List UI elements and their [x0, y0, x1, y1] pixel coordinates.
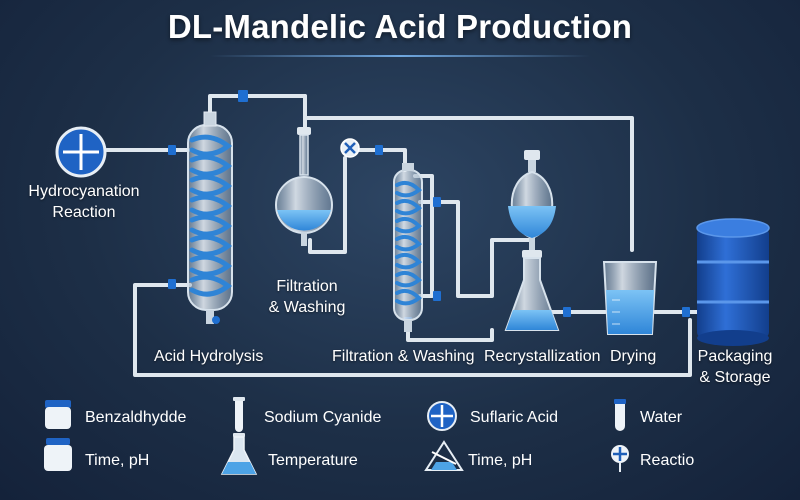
legend-label: Reactio — [640, 452, 695, 469]
valve-icon — [340, 138, 360, 158]
pipe-column-bottom — [406, 328, 494, 342]
recrystallization-funnel — [508, 150, 556, 250]
legend-label: Water — [640, 409, 683, 426]
cross-circle-icon — [427, 401, 457, 431]
legend-label: Time, pH — [85, 452, 150, 469]
pipe-column-right — [418, 200, 534, 298]
legend-label: Suflaric Acid — [470, 409, 559, 426]
container-icon — [44, 438, 72, 471]
pipe-flask-to-valve — [308, 156, 347, 254]
coupling — [168, 145, 176, 155]
label-hydrocyanation: Hydrocyanation Reaction — [28, 183, 140, 221]
coupling — [682, 307, 690, 317]
pipe-long-top — [303, 94, 634, 252]
label-acid-hydrolysis: Acid Hydrolysis — [154, 348, 264, 365]
flask-icon — [220, 433, 258, 475]
legend-label: Temperature — [268, 452, 358, 469]
recrystallization-flask — [504, 250, 560, 331]
coupling — [433, 197, 441, 207]
coupling — [563, 307, 571, 317]
test-tube-icon — [233, 397, 245, 432]
pipe-top-loop — [208, 94, 307, 130]
hydrocyanation-reactor — [55, 126, 107, 178]
jar-icon — [45, 400, 71, 429]
label-filtration-2: Filtration & Washing — [332, 348, 475, 365]
label-filtration-1: Filtration & Washing — [268, 278, 346, 316]
condenser-column — [393, 163, 423, 332]
label-drying: Drying — [610, 348, 657, 365]
vial-icon — [614, 399, 626, 431]
legend-label: Time, pH — [468, 452, 533, 469]
title-underline — [210, 55, 590, 57]
page-title: DL-Mandelic Acid Production — [167, 8, 633, 45]
pipe-bottom-loop — [133, 283, 692, 377]
label-recrystallization: Recrystallization — [484, 348, 601, 365]
legend-label: Sodium Cyanide — [264, 409, 382, 426]
valve-legend-icon — [611, 445, 629, 472]
drying-beaker — [602, 261, 658, 335]
storage-drum — [696, 218, 770, 346]
coupling — [433, 291, 441, 301]
coupling — [238, 90, 248, 102]
pipe-column-return — [413, 174, 434, 298]
filtration-funnel — [275, 127, 333, 246]
hydrolysis-column — [187, 111, 233, 324]
triangle-cross-icon — [424, 440, 464, 471]
coupling — [375, 145, 383, 155]
label-packaging: Packaging & Storage — [697, 348, 773, 386]
coupling — [168, 279, 176, 289]
pipe-network — [105, 94, 702, 377]
legend-label: Benzaldhydde — [85, 409, 187, 426]
